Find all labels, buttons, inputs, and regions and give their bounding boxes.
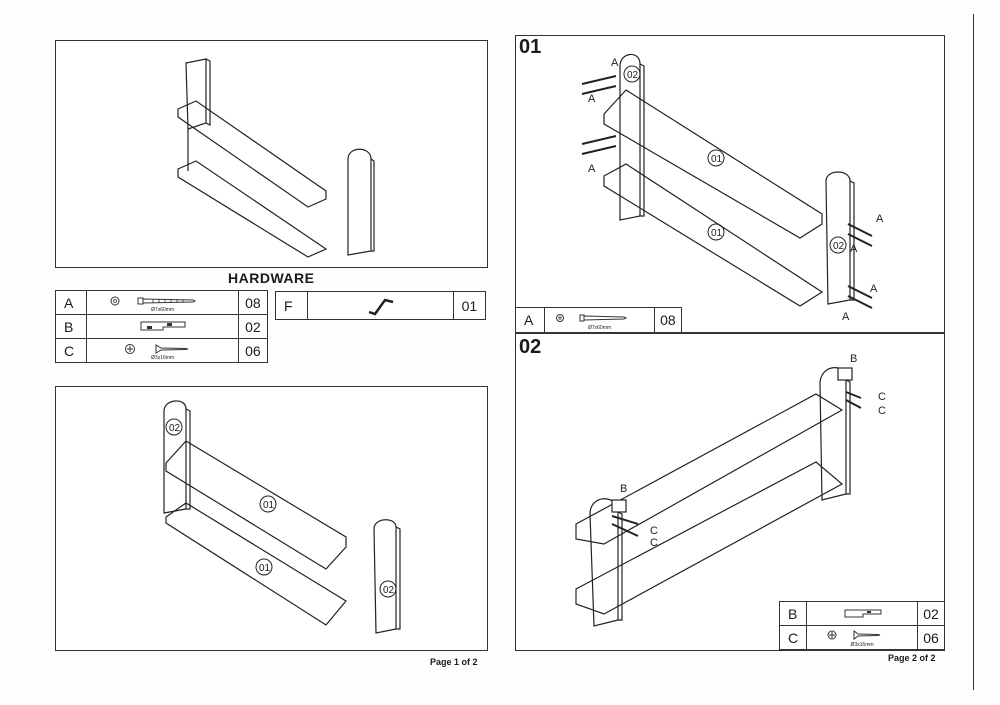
hardware-caption: Ø3x16mm <box>850 642 874 648</box>
fastener-label-a: A <box>588 163 596 175</box>
exploded-view-panel: 02 01 01 02 <box>55 386 488 651</box>
hardware-letter: C <box>779 625 807 650</box>
hardware-letter: A <box>514 307 546 333</box>
screw-label-c: C <box>878 405 886 417</box>
hardware-caption: Ø7x60mm <box>587 325 612 331</box>
step-number: 01 <box>519 36 542 58</box>
screw-label-c: C <box>650 525 658 537</box>
step-02-illustration: B C C B C C <box>575 353 886 627</box>
hardware-picture <box>86 314 239 339</box>
tool-picture <box>307 291 454 320</box>
step-02-hardware-table: B 02 C Ø3x16mm 06 <box>779 601 945 650</box>
hardware-letter: B <box>779 601 807 626</box>
hardware-picture <box>806 601 918 626</box>
step-01-panel: 02 01 01 02 A A A A A A A 01 <box>515 35 945 333</box>
assembled-shelf-panel <box>55 40 488 268</box>
bracket-label-b: B <box>620 483 627 495</box>
step-01-shelf-label: 01 <box>711 154 723 165</box>
hardware-row: A Ø7x60mm 08 <box>514 307 683 333</box>
bracket-label-b: B <box>850 353 857 365</box>
step-01-hardware-table: A Ø7x60mm 08 <box>514 307 683 333</box>
fastener-label-a: A <box>850 243 858 255</box>
hardware-qty: 06 <box>237 338 269 363</box>
step-01-side-label: 02 <box>833 241 845 252</box>
step-02-panel: B C C B C C 02 <box>515 333 945 651</box>
page-number: Page 2 of 2 <box>888 653 936 663</box>
hardware-row: A Ø7x60mm 08 <box>54 290 269 315</box>
hardware-picture: Ø3x16mm <box>806 625 918 650</box>
tool-table: F 01 <box>274 291 487 320</box>
page-divider <box>973 14 974 690</box>
fastener-label-a: A <box>876 213 884 225</box>
overview-shelf-label: 01 <box>259 563 271 574</box>
hardware-row: B 02 <box>779 601 945 626</box>
hardware-picture: Ø7x60mm <box>86 290 239 315</box>
overview-side-label: 02 <box>383 585 395 596</box>
hardware-row: C Ø3x16mm 06 <box>779 625 945 650</box>
screw-label-c: C <box>878 391 886 403</box>
overview-side-label: 02 <box>169 423 181 434</box>
hardware-caption: Ø7x60mm <box>151 307 175 313</box>
tool-letter: F <box>274 291 309 320</box>
hardware-letter: B <box>54 314 88 339</box>
bracket-icon <box>140 321 186 331</box>
step-01-side-label: 02 <box>627 70 639 81</box>
hardware-picture: Ø3x16mm <box>86 338 239 363</box>
hardware-letter: C <box>54 338 88 363</box>
tool-qty: 01 <box>452 291 487 320</box>
fastener-label-a: A <box>611 57 619 69</box>
small-screw-icon <box>827 630 881 640</box>
overview-shelf-label: 01 <box>263 500 275 511</box>
assembled-shelf-illustration <box>177 58 375 258</box>
hardware-qty: 08 <box>653 307 683 333</box>
hardware-row: B 02 <box>54 314 269 339</box>
screw-dowel-icon <box>555 313 627 322</box>
hardware-letter: A <box>54 290 88 315</box>
hardware-title: HARDWARE <box>228 270 315 286</box>
step-01-shelf-label: 01 <box>711 228 723 239</box>
small-screw-icon <box>124 344 188 354</box>
hardware-qty: 08 <box>237 290 269 315</box>
tool-row: F 01 <box>274 291 487 320</box>
step-number: 02 <box>519 336 542 358</box>
hardware-qty: 06 <box>917 625 945 650</box>
page-number: Page 1 of 2 <box>430 657 478 667</box>
hardware-row: C Ø3x16mm 06 <box>54 338 269 363</box>
allen-key-icon <box>368 298 393 316</box>
fastener-label-a: A <box>870 283 878 295</box>
screw-label-c: C <box>650 537 658 549</box>
hardware-picture: Ø7x60mm <box>544 307 655 333</box>
hardware-table: A Ø7x60mm 08 B 02 C <box>54 290 269 363</box>
bracket-icon <box>844 609 882 617</box>
hardware-qty: 02 <box>237 314 269 339</box>
step-01-illustration: 02 01 01 02 A A A A A A A <box>581 53 884 323</box>
fastener-label-a: A <box>842 311 850 323</box>
screw-dowel-icon <box>110 296 196 306</box>
fastener-label-a: A <box>588 93 596 105</box>
exploded-view-illustration: 02 01 01 02 <box>163 400 401 634</box>
hardware-qty: 02 <box>917 601 945 626</box>
hardware-caption: Ø3x16mm <box>151 355 175 361</box>
